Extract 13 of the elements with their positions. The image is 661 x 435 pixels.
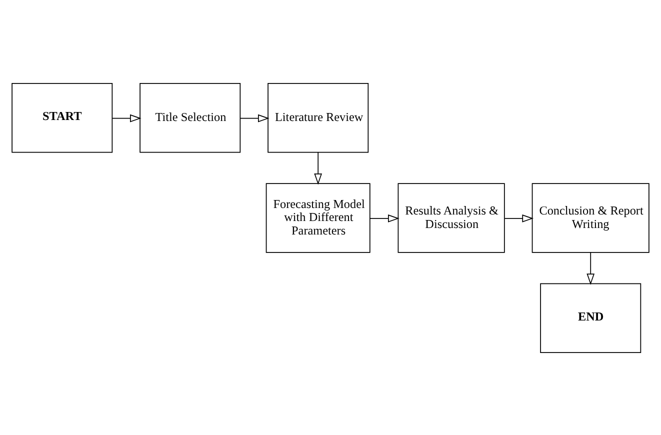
node-box: Literature Review [268, 82, 369, 152]
node-box: START [12, 82, 113, 152]
node-box: END [540, 282, 642, 352]
arrow [314, 151, 322, 184]
arrow [504, 214, 534, 222]
node-box: Conclusion & Report Writing [532, 182, 650, 252]
node-box: Title Selection [140, 82, 241, 152]
arrow [586, 252, 595, 284]
arrow [370, 214, 400, 222]
arrow [112, 114, 142, 122]
node-box: Results Analysis & Discussion [398, 182, 505, 252]
node-box: Forecasting Model with Different Parameters [266, 182, 370, 252]
arrow [240, 114, 270, 122]
